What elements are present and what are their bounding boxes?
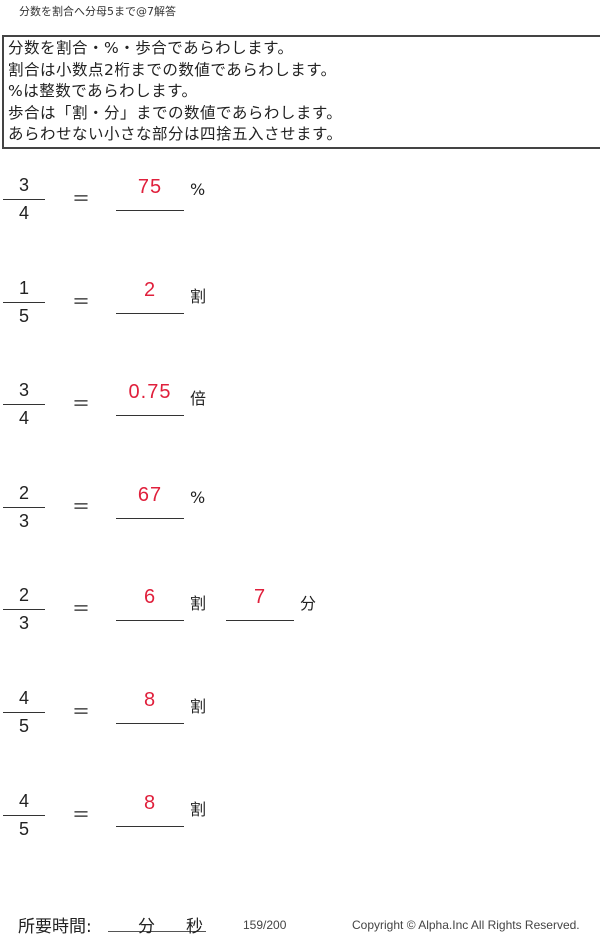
denominator: 3	[18, 510, 29, 531]
problem: 3 4 ＝ 0.75 倍	[0, 379, 600, 439]
fraction-bar	[3, 609, 45, 611]
denominator: 4	[18, 408, 29, 429]
equals-sign: ＝	[72, 702, 90, 723]
instruction-line: 分数を割合・%・歩合であらわします。	[8, 39, 294, 57]
answer-unit: 割	[190, 286, 207, 306]
equals-sign: ＝	[72, 599, 90, 621]
fraction-bar	[3, 404, 45, 406]
answer-unit: 割	[190, 799, 207, 819]
fraction-bar	[3, 301, 45, 303]
answer-underline	[116, 517, 184, 519]
problem: 2 3 ＝ 67 %	[0, 482, 600, 542]
minutes-label: 分	[138, 917, 155, 937]
answer-value: 2	[143, 278, 157, 301]
answer-unit: %	[190, 487, 206, 507]
denominator: 5	[18, 716, 29, 736]
numerator: 3	[18, 380, 29, 401]
numerator: 4	[18, 790, 29, 811]
instructions-box: 分数を割合・%・歩合であらわします。 割合は小数点2桁までの数値であらわします。…	[2, 35, 600, 149]
instruction-line: 歩合は「割・分」までの数値であらわします。	[8, 103, 343, 122]
answer-underline	[116, 210, 184, 211]
numerator: 2	[18, 482, 29, 503]
time-label: 所要時間:	[18, 917, 92, 937]
fraction-bar	[3, 506, 45, 508]
copyright: Copyright © Alpha.Inc All Rights Reserve…	[352, 918, 580, 932]
time-underline	[108, 931, 206, 932]
answer-value: 75	[137, 176, 163, 198]
answer-unit: 割	[190, 697, 207, 716]
answer-underline	[116, 620, 184, 622]
answer-value: 8	[143, 791, 157, 814]
page-number: 159/200	[243, 918, 287, 932]
worksheet-title: 分数を割合へ分母5まで@7解答	[19, 5, 176, 18]
numerator: 2	[18, 585, 29, 606]
instruction-line: あらわせない小さな部分は四捨五入させます。	[8, 125, 343, 144]
problem: 4 5 ＝ 8 割	[0, 687, 600, 747]
numerator: 1	[18, 277, 29, 298]
answer-unit: %	[190, 180, 206, 199]
answer-unit: 倍	[190, 389, 207, 409]
answer-underline	[116, 825, 184, 827]
equals-sign: ＝	[72, 496, 90, 518]
instruction-line: %は整数であらわします。	[8, 82, 198, 101]
equals-sign: ＝	[72, 189, 90, 210]
answer-value: 8	[143, 689, 157, 711]
fraction-bar	[3, 199, 45, 200]
problem: 2 3 ＝ 6 割 7 分	[0, 584, 600, 644]
equals-sign: ＝	[72, 804, 90, 826]
denominator: 3	[18, 613, 29, 634]
problem: 3 4 ＝ 75 %	[0, 174, 600, 234]
answer-value: 0.75	[128, 381, 172, 404]
equals-sign: ＝	[72, 394, 90, 416]
answer-underline	[116, 415, 184, 417]
fraction-bar	[3, 814, 45, 816]
answer-value: 67	[137, 483, 163, 506]
answer-underline	[116, 723, 184, 724]
denominator: 5	[18, 818, 29, 839]
answer-underline	[116, 312, 184, 314]
answer-unit: 割	[190, 594, 207, 614]
answer-underline	[226, 620, 294, 622]
numerator: 3	[18, 175, 29, 195]
problem: 4 5 ＝ 8 割	[0, 790, 600, 850]
problem: 1 5 ＝ 2 割	[0, 277, 600, 337]
answer-value: 6	[143, 586, 157, 609]
equals-sign: ＝	[72, 291, 90, 313]
answer-unit: 分	[300, 594, 317, 614]
instruction-line: 割合は小数点2桁までの数値であらわします。	[8, 60, 337, 79]
seconds-label: 秒	[186, 917, 203, 937]
numerator: 4	[18, 688, 29, 708]
denominator: 5	[18, 305, 29, 326]
denominator: 4	[18, 203, 29, 223]
fraction-bar	[3, 712, 45, 713]
answer-value: 7	[253, 586, 267, 609]
